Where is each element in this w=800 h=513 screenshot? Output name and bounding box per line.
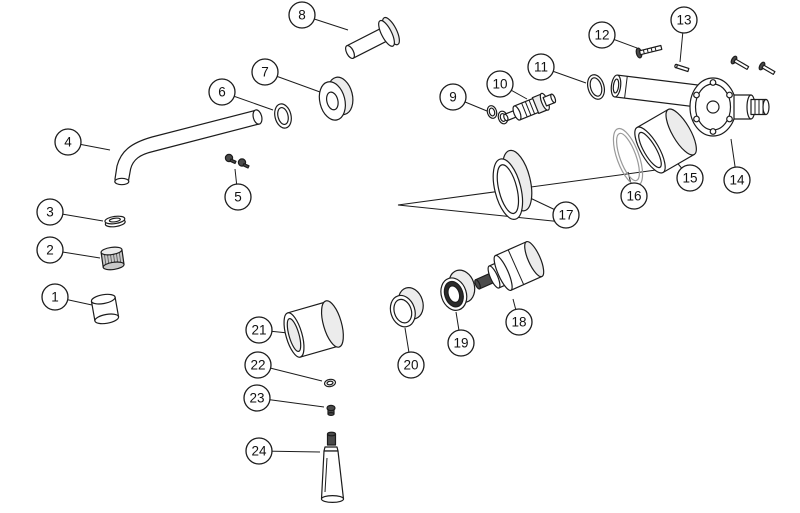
- callout-circle: [245, 316, 273, 344]
- callout-circle: [288, 1, 316, 29]
- callout-circle: [527, 53, 555, 81]
- part-spout: [114, 109, 263, 186]
- callout-seal-ring: 16: [620, 182, 648, 210]
- callout-number: 20: [403, 358, 418, 373]
- part-cartridge: [474, 240, 545, 292]
- callout-number: 9: [449, 90, 457, 105]
- callout-number: 19: [453, 336, 468, 351]
- part-fixing-pin: [674, 63, 690, 73]
- callout-circle: [36, 198, 64, 226]
- callout-circle: [36, 236, 64, 264]
- part-spout-oring: [274, 103, 292, 129]
- part-handle-base: [283, 300, 344, 358]
- callout-number: 12: [594, 28, 609, 43]
- callout-circle: [208, 78, 236, 106]
- part-outlet-adapter: [503, 92, 557, 122]
- part-handle-trim-ring: [389, 287, 424, 328]
- callout-number: 8: [298, 8, 306, 23]
- part-aerator: [100, 246, 125, 271]
- part-fixing-screw: [635, 44, 663, 59]
- callout-number: 17: [558, 208, 573, 223]
- callout-circle: [723, 166, 751, 194]
- callout-number: 15: [682, 171, 697, 186]
- callout-cartridge-nut: 19: [447, 329, 475, 357]
- callout-small-o-rings: 9: [439, 83, 467, 111]
- callout-body-o-ring: 11: [527, 53, 555, 81]
- callout-number: 1: [51, 290, 59, 305]
- callout-aerator: 2: [36, 236, 64, 264]
- callout-number: 16: [626, 189, 641, 204]
- part-grub-screws: [224, 153, 250, 169]
- callout-number: 7: [261, 65, 269, 80]
- callout-circle: [670, 6, 698, 34]
- callout-aerator-washer: 3: [36, 198, 64, 226]
- callout-number: 22: [250, 358, 265, 373]
- part-handle-lever: [320, 431, 345, 504]
- callout-circle: [676, 164, 704, 192]
- callout-wall-flange: 7: [251, 58, 279, 86]
- callout-circle: [41, 283, 69, 311]
- callout-spout: 4: [54, 128, 82, 156]
- callout-circle: [243, 384, 271, 412]
- callout-number: 13: [676, 13, 691, 28]
- callout-number: 18: [511, 315, 526, 330]
- callout-number: 6: [218, 85, 226, 100]
- callout-trim-ring: 17: [552, 201, 580, 229]
- callout-circle: [447, 329, 475, 357]
- callout-handle-lever: 24: [245, 437, 273, 465]
- callout-wall-union: 8: [288, 1, 316, 29]
- callout-outlet-adapter: 10: [486, 70, 514, 98]
- part-trim-ring: [492, 149, 533, 220]
- part-plate-screws: [730, 55, 776, 75]
- part-handle-oring: [323, 378, 337, 388]
- part-wall-mount-body: [689, 77, 770, 137]
- callout-circle: [397, 351, 425, 379]
- callout-wall-mount-body: 14: [723, 166, 751, 194]
- callout-handle-grub-screw: 23: [243, 384, 271, 412]
- callout-circle: [588, 21, 616, 49]
- part-wall-flange: [318, 76, 354, 121]
- callout-handle-o-ring: 22: [244, 351, 272, 379]
- callout-handle-trim-ring: 20: [397, 351, 425, 379]
- part-aerator-washer: [104, 215, 126, 228]
- part-wall-union: [345, 16, 400, 60]
- callout-circle: [54, 128, 82, 156]
- callout-number: 24: [251, 444, 267, 459]
- callout-number: 3: [46, 205, 54, 220]
- part-valve-body-tube: [610, 74, 706, 109]
- part-body-sleeve: [634, 108, 697, 174]
- callout-spout-o-ring: 6: [208, 78, 236, 106]
- part-handle-grub-screw: [326, 404, 336, 417]
- callout-number: 2: [46, 243, 54, 258]
- callout-body-sleeve: 15: [676, 164, 704, 192]
- callout-circle: [224, 183, 252, 211]
- callout-circle: [620, 182, 648, 210]
- callout-number: 23: [249, 391, 264, 406]
- callout-circle: [552, 201, 580, 229]
- callout-circle: [486, 70, 514, 98]
- callout-number: 4: [64, 135, 72, 150]
- part-body-oring: [586, 74, 606, 100]
- callout-handle-base: 21: [245, 316, 273, 344]
- callout-circle: [251, 58, 279, 86]
- callout-circle: [244, 351, 272, 379]
- callout-circle: [505, 308, 533, 336]
- callout-fixing-pin: 13: [670, 6, 698, 34]
- callout-grub-screws: 5: [224, 183, 252, 211]
- callout-number: 5: [234, 190, 242, 205]
- callout-spout-shroud: 1: [41, 283, 69, 311]
- callout-number: 10: [492, 77, 507, 92]
- part-cartridge-nut: [440, 269, 476, 311]
- callout-circle: [245, 437, 273, 465]
- callout-circle: [439, 83, 467, 111]
- part-spout-shroud: [90, 293, 120, 325]
- callout-number: 11: [534, 60, 548, 75]
- callout-number: 21: [251, 323, 266, 338]
- callout-cartridge: 18: [505, 308, 533, 336]
- callout-number: 14: [729, 173, 745, 188]
- callout-fixing-screw: 12: [588, 21, 616, 49]
